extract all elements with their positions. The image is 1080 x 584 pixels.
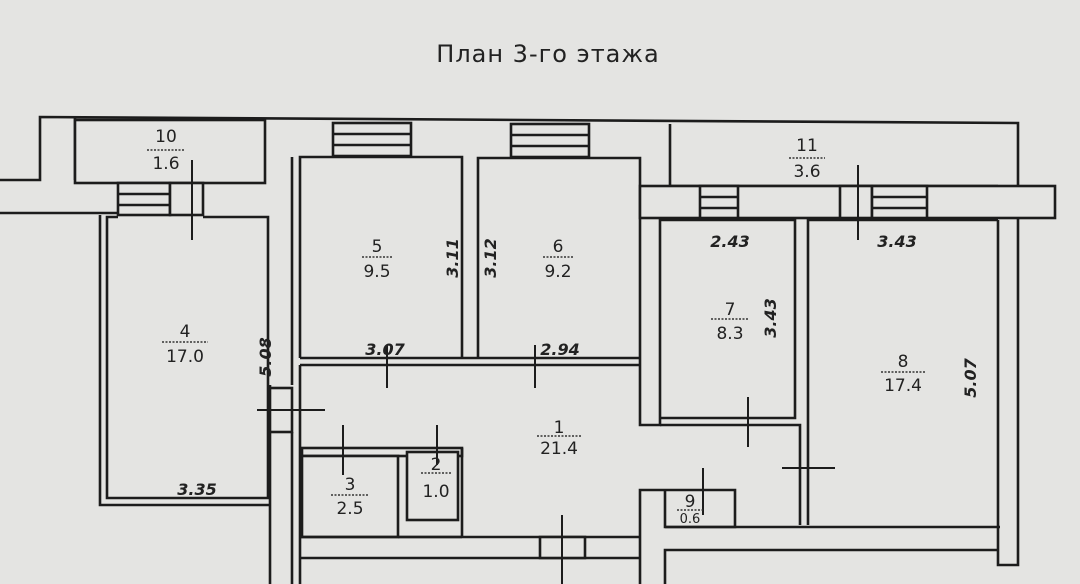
dim-room4-width: 3.35: [177, 480, 216, 499]
svg-text:3.6: 3.6: [793, 162, 820, 182]
svg-text:3: 3: [345, 475, 356, 495]
svg-text:1.0: 1.0: [422, 482, 449, 502]
svg-text:5: 5: [372, 237, 383, 257]
svg-text:10: 10: [155, 127, 177, 147]
svg-text:2.5: 2.5: [336, 499, 363, 519]
room-8-label: 817.4: [881, 352, 925, 396]
svg-text:7: 7: [725, 300, 736, 320]
plan-title: План 3-го этажа: [436, 40, 659, 68]
dim-room5-width: 3.07: [365, 340, 405, 359]
room-9-label: 90.6: [677, 492, 703, 527]
dim-room8-width: 3.43: [877, 232, 916, 251]
svg-text:1: 1: [554, 418, 565, 438]
dim-room7-height: 3.43: [761, 298, 780, 337]
svg-text:9.5: 9.5: [363, 262, 390, 282]
dim-room7-width: 2.43: [710, 232, 749, 251]
room-11-label: 113.6: [789, 136, 825, 182]
door-markers: [191, 160, 859, 584]
svg-text:17.4: 17.4: [884, 376, 922, 396]
room-2-label: 21.0: [421, 455, 451, 502]
svg-text:1.6: 1.6: [152, 154, 179, 174]
room-6-label: 69.2: [543, 237, 573, 282]
walls: [0, 115, 1057, 584]
svg-text:0.6: 0.6: [680, 512, 701, 527]
room-7-label: 78.3: [711, 300, 749, 344]
dim-room4-height: 5.08: [256, 337, 275, 376]
svg-text:8: 8: [898, 352, 909, 372]
svg-text:9: 9: [685, 492, 696, 512]
room-labels: 121.4 21.0 32.5 417.0 59.5 69.2 78.3 817…: [147, 127, 925, 527]
room-1-label: 121.4: [537, 418, 581, 459]
svg-text:9.2: 9.2: [544, 262, 571, 282]
dimension-labels: 3.11 3.12 5.08 3.07 2.94 3.35 2.43 3.43 …: [177, 232, 980, 499]
dim-room6-height: 3.12: [481, 238, 500, 277]
svg-text:8.3: 8.3: [716, 324, 743, 344]
svg-text:11: 11: [796, 136, 818, 156]
dim-room6-width: 2.94: [540, 340, 579, 359]
dim-room5-height: 3.11: [443, 238, 462, 277]
dim-room8-height: 5.07: [961, 357, 980, 397]
room-5-label: 59.5: [362, 237, 392, 282]
svg-text:6: 6: [553, 237, 564, 257]
room-3-label: 32.5: [331, 475, 369, 519]
room-10-label: 101.6: [147, 127, 185, 174]
svg-text:4: 4: [180, 322, 191, 342]
room-4-label: 417.0: [162, 322, 208, 367]
svg-text:17.0: 17.0: [166, 347, 204, 367]
svg-text:21.4: 21.4: [540, 439, 578, 459]
svg-text:2: 2: [431, 455, 442, 475]
